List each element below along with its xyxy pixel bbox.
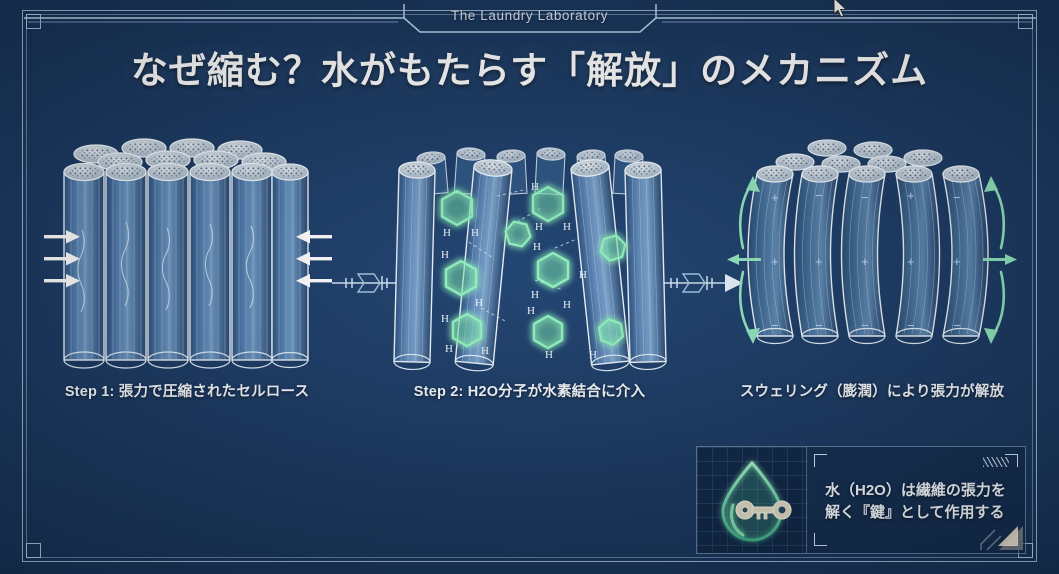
svg-text:+: + [815, 254, 823, 269]
svg-text:H: H [531, 289, 539, 301]
svg-text:−: − [953, 318, 961, 333]
svg-text:H: H [533, 241, 541, 253]
step-1-caption: Step 1: 張力で圧縮されたセルロース [64, 384, 310, 400]
svg-text:−: − [815, 188, 823, 203]
expansion-arrows [727, 254, 1017, 265]
page-title: なぜ縮む？水がもたらす「解放」のメカニズム [130, 50, 929, 91]
callout-box: 水（H2O）は繊維の張力を解く『鍵』として作用する [696, 446, 1026, 554]
corner-notch-bottom-left [26, 543, 41, 558]
svg-text:H: H [471, 227, 479, 239]
water-molecules [440, 185, 626, 350]
water-drop-key-icon [697, 447, 807, 553]
triangle-accent-icon [998, 526, 1018, 546]
step-1-illustration [42, 130, 332, 375]
svg-text:H: H [527, 305, 535, 317]
svg-text:+: + [861, 254, 869, 269]
svg-text:+: + [771, 190, 779, 205]
steps-container: Step 1: 張力で圧縮されたセルロース [42, 130, 1017, 420]
svg-text:H: H [441, 249, 449, 261]
step-panel-1: Step 1: 張力で圧縮されたセルロース [42, 130, 332, 420]
corner-notch-top-left [26, 14, 41, 29]
compression-arrows-right [296, 230, 332, 288]
svg-text:−: − [953, 190, 961, 205]
step-2-caption: Step 2: H2O分子が水素結合に介入 [413, 384, 646, 400]
step-panel-3: + − − + − + + + + + − − − − − [727, 130, 1017, 420]
svg-text:+: + [953, 254, 961, 269]
step-3-caption: スウェリング（膨潤）により張力が解放 [739, 384, 1005, 400]
expansion-arrow-heads [746, 176, 998, 344]
svg-text:+: + [907, 188, 915, 203]
charge-marks: + − − + − + + + + + − − − − − [771, 188, 961, 333]
svg-text:H: H [545, 349, 553, 361]
corner-notch-top-right [1018, 14, 1033, 29]
svg-text:H: H [589, 349, 597, 361]
callout-body: 水（H2O）は繊維の張力を解く『鍵』として作用する [807, 447, 1025, 553]
svg-text:H: H [445, 343, 453, 355]
svg-text:H: H [563, 299, 571, 311]
svg-text:H: H [535, 221, 543, 233]
svg-text:−: − [771, 318, 779, 333]
hatch-accent-icon [983, 457, 1009, 467]
svg-text:H: H [441, 313, 449, 325]
callout-bracket-top-left [814, 454, 827, 467]
svg-text:−: − [907, 318, 915, 333]
mouse-cursor [833, 0, 849, 20]
svg-text:H: H [475, 297, 483, 309]
callout-bracket-bottom-left [814, 533, 827, 546]
svg-text:−: − [861, 190, 869, 205]
svg-text:−: − [815, 318, 823, 333]
svg-text:H: H [579, 269, 587, 281]
svg-text:+: + [771, 254, 779, 269]
svg-text:H: H [481, 345, 489, 357]
brand-label: The Laundry Laboratory [450, 8, 609, 23]
svg-text:H: H [531, 181, 539, 193]
callout-text: 水（H2O）は繊維の張力を解く『鍵』として作用する [825, 481, 1006, 522]
svg-text:H: H [443, 227, 451, 239]
svg-text:H: H [563, 221, 571, 233]
step-3-illustration: + − − + − + + + + + − − − − − [727, 130, 1017, 375]
compression-arrows-left [44, 230, 80, 288]
svg-text:+: + [907, 254, 915, 269]
svg-text:−: − [861, 318, 869, 333]
